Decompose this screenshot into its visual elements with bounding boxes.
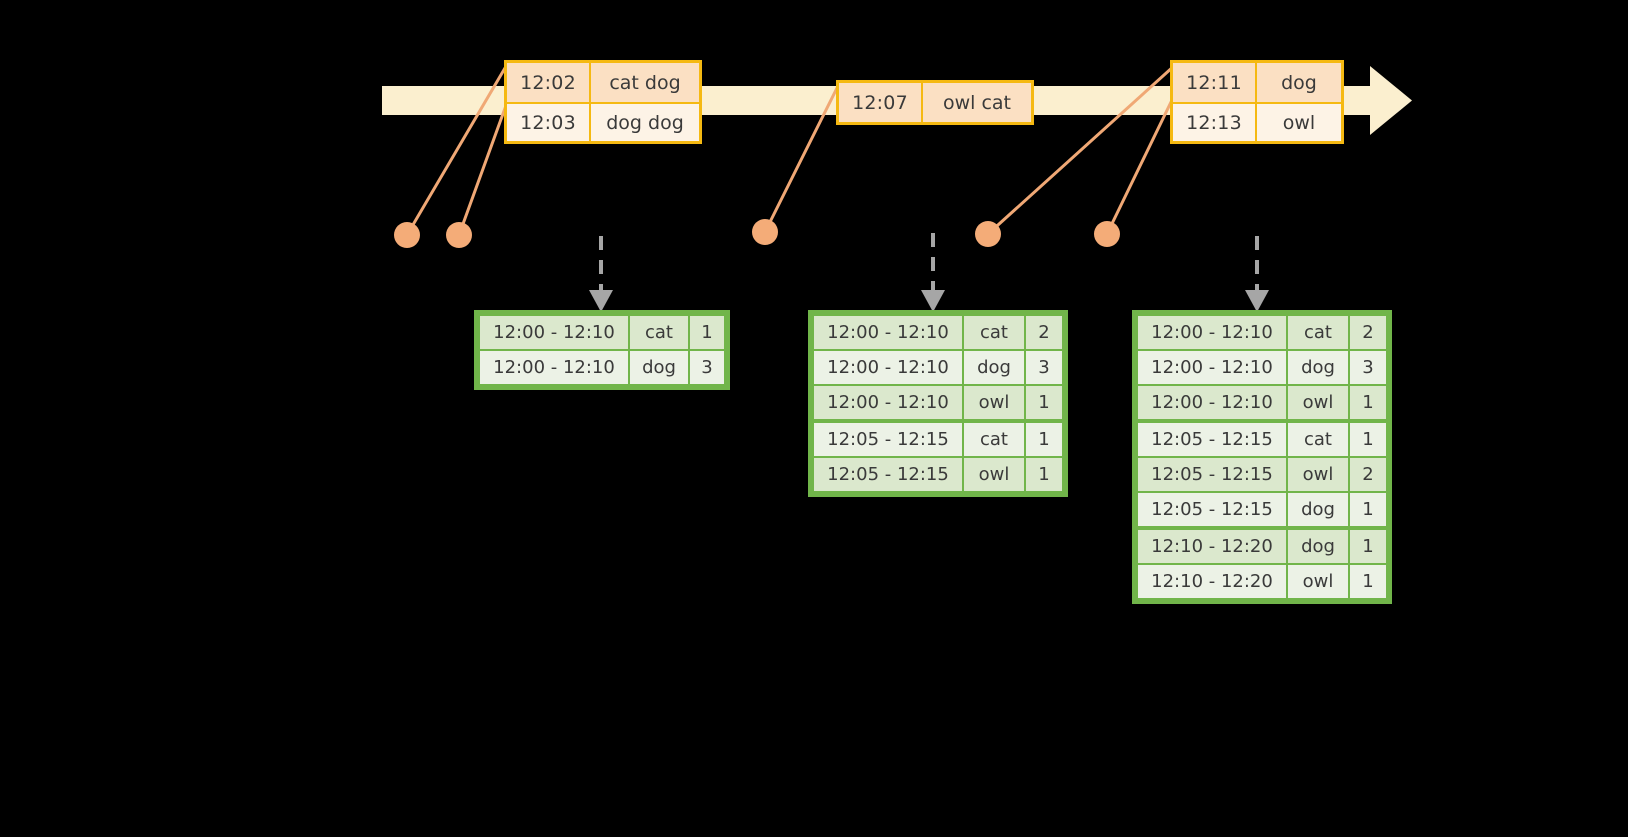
cell-key: cat [630,316,688,349]
connector-line-5 [1105,98,1174,236]
result-table-1[interactable]: 12:00 - 12:10 cat 1 12:00 - 12:10 dog 3 [474,310,730,390]
connector-dot-4 [975,221,1001,247]
connector-dot-5 [1094,221,1120,247]
cell-count: 1 [1350,386,1386,419]
connector-dot-2 [446,222,472,248]
cell-window: 12:00 - 12:10 [480,351,628,384]
timeline-event-row[interactable]: 12:13 owl [1173,102,1341,141]
cell-window: 12:00 - 12:10 [1138,351,1286,384]
cell-count: 2 [1350,458,1386,491]
cell-window: 12:00 - 12:10 [814,386,962,419]
cell-key: owl [1288,565,1348,598]
cell-count: 2 [1026,316,1062,349]
timeline-event-row[interactable]: 12:07 owl cat [839,83,1031,122]
table-row[interactable]: 12:10 - 12:20 owl 1 [1138,565,1386,598]
result-table-3[interactable]: 12:00 - 12:10 cat 2 12:00 - 12:10 dog 3 … [1132,310,1392,604]
cell-count: 1 [1026,423,1062,456]
table-row[interactable]: 12:00 - 12:10 owl 1 [814,386,1062,419]
connector-line-1 [405,66,507,237]
cell-count: 1 [1350,565,1386,598]
cell-key: dog [630,351,688,384]
cell-window: 12:05 - 12:15 [1138,423,1286,456]
event-time: 12:11 [1173,63,1257,102]
event-words: cat dog [609,71,681,94]
cell-count: 1 [1026,458,1062,491]
emit-arrows [589,233,1269,312]
cell-key: owl [1288,386,1348,419]
event-words: owl [1282,111,1316,134]
event-time: 12:02 [507,63,591,102]
cell-count: 1 [1350,530,1386,563]
table-row[interactable]: 12:05 - 12:15 cat 1 [1138,423,1386,456]
table-row[interactable]: 12:05 - 12:15 owl 1 [814,458,1062,491]
cell-count: 1 [1350,493,1386,526]
cell-window: 12:10 - 12:20 [1138,565,1286,598]
table-row[interactable]: 12:05 - 12:15 dog 1 [1138,493,1386,526]
cell-count: 1 [1350,423,1386,456]
table-row[interactable]: 12:05 - 12:15 cat 1 [814,423,1062,456]
cell-window: 12:00 - 12:10 [814,316,962,349]
cell-key: cat [964,316,1024,349]
cell-key: cat [964,423,1024,456]
result-table-2[interactable]: 12:00 - 12:10 cat 2 12:00 - 12:10 dog 3 … [808,310,1068,497]
table-row[interactable]: 12:00 - 12:10 cat 2 [1138,316,1386,349]
emit-arrow-3 [1245,236,1269,312]
timeline-event-group-2[interactable]: 12:07 owl cat [836,80,1034,125]
table-row[interactable]: 12:00 - 12:10 cat 2 [814,316,1062,349]
cell-window: 12:00 - 12:10 [814,351,962,384]
cell-key: cat [1288,316,1348,349]
table-row[interactable]: 12:00 - 12:10 owl 1 [1138,386,1386,419]
timeline-event-row[interactable]: 12:03 dog dog [507,102,699,141]
cell-key: owl [964,458,1024,491]
cell-key: dog [964,351,1024,384]
cell-window: 12:05 - 12:15 [814,458,962,491]
connector-line-2 [457,98,510,237]
table-row[interactable]: 12:10 - 12:20 dog 1 [1138,530,1386,563]
table-row[interactable]: 12:00 - 12:10 dog 3 [814,351,1062,384]
cell-count: 3 [1026,351,1062,384]
cell-key: owl [1288,458,1348,491]
event-words: dog [1281,71,1317,94]
table-row[interactable]: 12:00 - 12:10 dog 3 [1138,351,1386,384]
event-time: 12:03 [507,104,591,141]
timeline-event-row[interactable]: 12:02 cat dog [507,63,699,102]
emit-arrow-2 [921,233,945,312]
event-words: dog dog [606,111,684,134]
cell-window: 12:10 - 12:20 [1138,530,1286,563]
cell-window: 12:00 - 12:10 [480,316,628,349]
cell-count: 3 [690,351,724,384]
event-time: 12:07 [839,83,923,122]
event-words: owl cat [942,91,1012,114]
cell-key: dog [1288,493,1348,526]
cell-window: 12:00 - 12:10 [1138,316,1286,349]
cell-count: 1 [1026,386,1062,419]
cell-count: 2 [1350,316,1386,349]
cell-key: owl [964,386,1024,419]
cell-key: dog [1288,351,1348,384]
cell-count: 3 [1350,351,1386,384]
cell-window: 12:05 - 12:15 [1138,493,1286,526]
cell-key: dog [1288,530,1348,563]
timeline-event-group-1[interactable]: 12:02 cat dog 12:03 dog dog [504,60,702,144]
table-row[interactable]: 12:00 - 12:10 dog 3 [480,351,724,384]
cell-window: 12:00 - 12:10 [1138,386,1286,419]
connector-line-3 [763,84,840,234]
emit-arrow-1 [589,236,613,312]
cell-key: cat [1288,423,1348,456]
table-row[interactable]: 12:05 - 12:15 owl 2 [1138,458,1386,491]
connector-dot-1 [394,222,420,248]
event-time: 12:13 [1173,104,1257,141]
connector-dot-3 [752,219,778,245]
cell-window: 12:05 - 12:15 [814,423,962,456]
cell-count: 1 [690,316,724,349]
cell-window: 12:05 - 12:15 [1138,458,1286,491]
connector-dots [394,219,1120,248]
timeline-event-group-3[interactable]: 12:11 dog 12:13 owl [1170,60,1344,144]
timeline-event-row[interactable]: 12:11 dog [1173,63,1341,102]
table-row[interactable]: 12:00 - 12:10 cat 1 [480,316,724,349]
